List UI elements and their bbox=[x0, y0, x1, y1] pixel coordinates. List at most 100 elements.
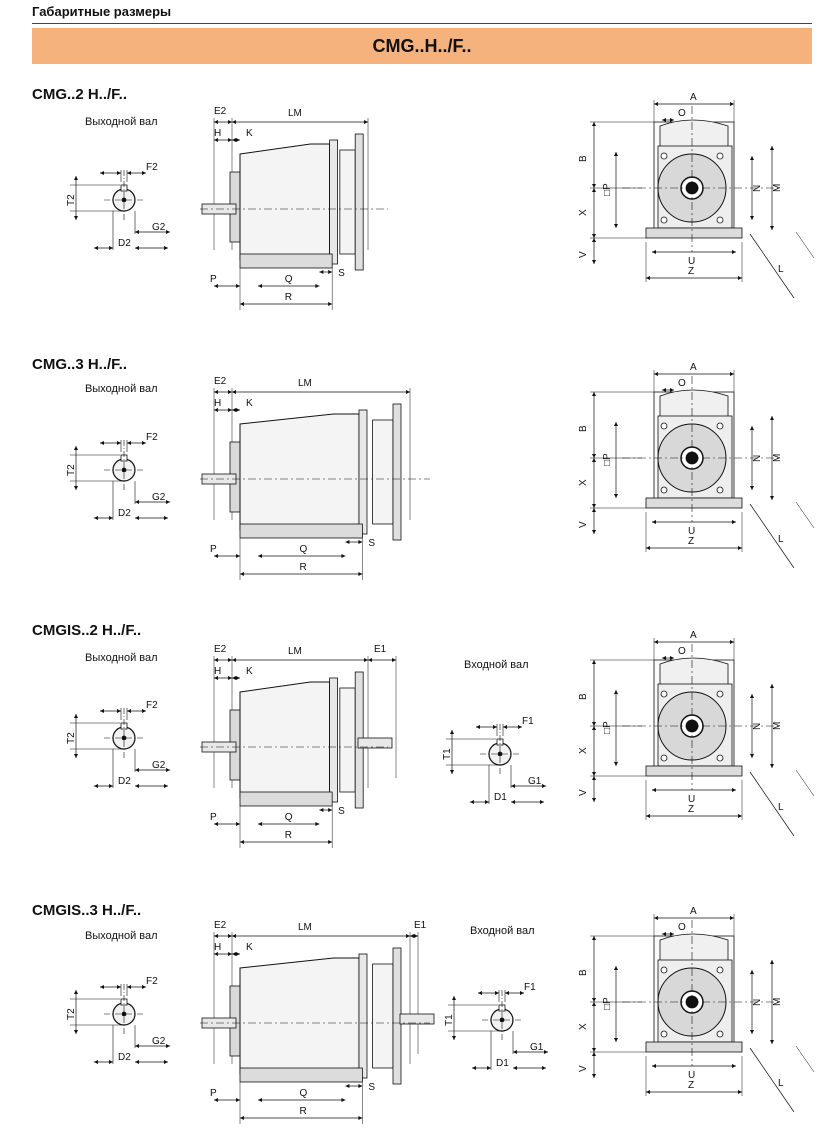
header-rule bbox=[32, 23, 812, 24]
bolt-hole bbox=[716, 422, 724, 430]
dim-line bbox=[749, 503, 795, 569]
dim-label: T2 bbox=[66, 732, 77, 744]
arrow-head bbox=[236, 952, 240, 956]
arrow-head bbox=[520, 991, 524, 995]
arrow-head bbox=[592, 936, 596, 940]
arrow-head bbox=[94, 516, 98, 520]
arrow-head bbox=[117, 985, 121, 989]
dim-label: Z bbox=[688, 804, 694, 815]
dim-label: X bbox=[578, 1023, 589, 1030]
arrow-head bbox=[542, 1066, 546, 1070]
arrow-head bbox=[592, 234, 596, 238]
arrow-head bbox=[164, 784, 168, 788]
dim-label: R bbox=[300, 1106, 307, 1117]
arrow-head bbox=[770, 764, 774, 768]
arrow-head bbox=[135, 230, 139, 234]
arrow-head bbox=[592, 776, 596, 780]
dim-label: G2 bbox=[152, 222, 166, 233]
arrow-head bbox=[750, 1030, 754, 1034]
arrow-head bbox=[770, 684, 774, 688]
bolt-hole bbox=[660, 1030, 668, 1038]
dim-label: G2 bbox=[152, 1036, 166, 1047]
arrow-head bbox=[592, 504, 596, 508]
dim-label: O bbox=[678, 922, 686, 933]
arrow-head bbox=[74, 990, 78, 994]
foot-plate bbox=[645, 227, 743, 239]
input-shaft bbox=[357, 737, 393, 749]
arrow-head bbox=[214, 1098, 218, 1102]
dim-label: D2 bbox=[118, 1052, 131, 1063]
gear-housing bbox=[239, 413, 360, 531]
bolt-hole bbox=[660, 754, 668, 762]
dim-label: H bbox=[214, 942, 221, 953]
dim-label: G2 bbox=[152, 760, 166, 771]
dim-label: B bbox=[578, 425, 589, 432]
arrow-head bbox=[319, 270, 324, 274]
arrow-head bbox=[117, 709, 121, 713]
arrow-head bbox=[135, 246, 139, 250]
arrow-head bbox=[258, 1098, 262, 1102]
arrow-head bbox=[614, 494, 618, 498]
bolt-hole bbox=[660, 152, 668, 160]
dim-label: D2 bbox=[118, 508, 131, 519]
dim-label: O bbox=[678, 108, 686, 119]
dim-label: E2 bbox=[214, 920, 227, 931]
arrow-head bbox=[732, 520, 736, 524]
arrow-head bbox=[614, 422, 618, 426]
arrow-head bbox=[592, 726, 596, 730]
arrow-head bbox=[472, 1066, 476, 1070]
dim-label: □P bbox=[602, 183, 613, 196]
arrow-head bbox=[214, 822, 218, 826]
arrow-head bbox=[511, 800, 515, 804]
arrow-head bbox=[319, 808, 324, 812]
dim-label: S bbox=[368, 1082, 375, 1093]
dim-line bbox=[795, 1045, 815, 1073]
dim-line bbox=[795, 501, 815, 529]
arrow-head bbox=[770, 226, 774, 230]
dim-label: F2 bbox=[146, 432, 158, 443]
dim-label: LM bbox=[298, 378, 312, 389]
arrow-head bbox=[614, 762, 618, 766]
dim-label: R bbox=[285, 830, 292, 841]
arrow-head bbox=[544, 1050, 548, 1054]
arrow-head bbox=[592, 772, 596, 776]
arrow-head bbox=[358, 1116, 363, 1120]
foot-plate bbox=[645, 497, 743, 509]
section-title-cmgis3: CMGIS..3 H../F.. bbox=[32, 902, 142, 919]
arrow-head bbox=[518, 725, 522, 729]
arrow-head bbox=[135, 784, 139, 788]
arrow-head bbox=[540, 800, 544, 804]
arrow-head bbox=[505, 991, 509, 995]
adapter bbox=[372, 419, 394, 525]
dim-line bbox=[749, 771, 795, 837]
dim-label: □P bbox=[602, 997, 613, 1010]
dim-label: Q bbox=[300, 544, 308, 555]
dim-label: E2 bbox=[214, 376, 227, 387]
dim-label: LM bbox=[298, 922, 312, 933]
dim-label: P bbox=[210, 1088, 217, 1099]
dim-label: N bbox=[752, 185, 763, 192]
arrow-head bbox=[100, 441, 104, 445]
arrow-head bbox=[592, 1002, 596, 1006]
arrow-head bbox=[750, 754, 754, 758]
arrow-head bbox=[592, 458, 596, 462]
arrow-head bbox=[94, 1060, 98, 1064]
arrow-head bbox=[592, 1052, 596, 1056]
dim-label: K bbox=[246, 666, 253, 677]
housing-flange bbox=[329, 677, 339, 803]
arrow-head bbox=[74, 446, 78, 450]
arrow-head bbox=[135, 1060, 139, 1064]
arrow-head bbox=[592, 260, 596, 264]
arrow-head bbox=[592, 1074, 596, 1078]
arrow-head bbox=[368, 658, 372, 662]
arrow-head bbox=[670, 388, 674, 392]
bolt-hole bbox=[716, 216, 724, 224]
arrow-head bbox=[258, 554, 262, 558]
dim-label: K bbox=[246, 398, 253, 409]
arrow-head bbox=[662, 118, 666, 122]
dim-label: E1 bbox=[414, 920, 427, 931]
dim-label: S bbox=[338, 806, 345, 817]
